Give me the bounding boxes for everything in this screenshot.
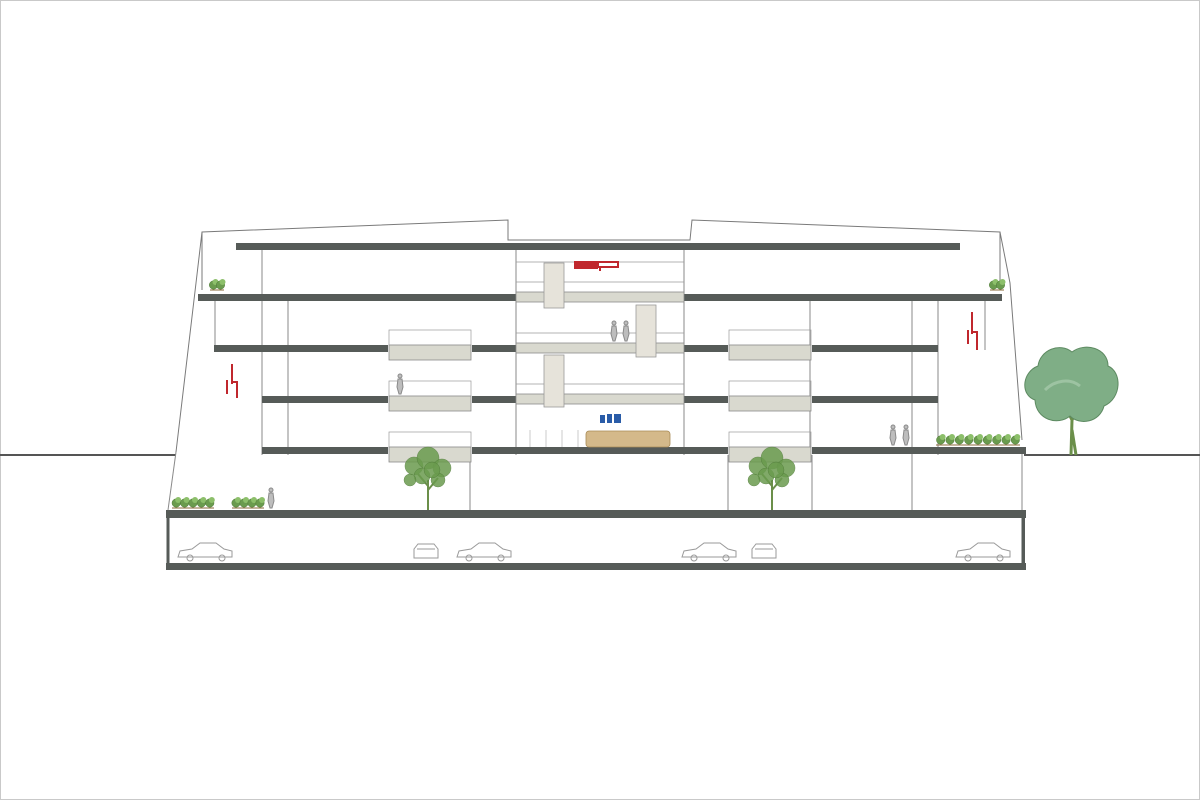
slab-level-2-left <box>262 396 388 403</box>
exterior-tree-crown <box>1024 346 1119 422</box>
person-1 <box>396 373 404 395</box>
floor-slabs <box>198 294 1026 454</box>
reception-blue-sign <box>600 414 621 423</box>
car-4 <box>681 542 737 562</box>
planter-5 <box>936 434 1021 446</box>
atrium-bridges <box>515 291 685 405</box>
slab-level-1-right <box>812 447 1026 454</box>
red-wall-element-right <box>967 312 978 350</box>
courtyard-tree-2 <box>747 446 796 510</box>
person-5 <box>902 424 910 446</box>
parked-cars <box>177 542 1011 562</box>
vertical-structure <box>214 248 986 455</box>
car-5 <box>751 543 777 559</box>
slab-level-3-left <box>214 345 388 352</box>
planter-4 <box>231 497 265 509</box>
slab-level-2-mid-left <box>472 396 516 403</box>
basement-floor-slab <box>166 563 1026 570</box>
person-6 <box>267 487 275 509</box>
building-envelope <box>175 219 1023 453</box>
planter-2 <box>989 279 1006 291</box>
courtyard-tree-1 <box>403 446 452 510</box>
red-wall-element-left <box>226 364 238 398</box>
slab-level-3-mid-left <box>472 345 516 352</box>
slab-level-4-right <box>684 294 1002 301</box>
reception-desk <box>585 430 671 448</box>
reception-area <box>529 414 671 448</box>
car-3 <box>456 542 512 562</box>
slab-level-1-mid <box>472 447 728 454</box>
ground-floor-walls <box>167 451 1023 511</box>
slab-level-2-mid-right <box>684 396 728 403</box>
exterior-tree <box>1024 346 1119 456</box>
planter-1 <box>209 279 226 291</box>
basement-parking <box>166 510 1026 570</box>
car-1 <box>177 542 233 562</box>
slab-level-2-right <box>812 396 938 403</box>
basement-slab <box>166 510 1026 518</box>
person-4 <box>889 424 897 446</box>
slab-level-1-left <box>262 447 388 454</box>
roof-slab <box>236 243 960 250</box>
slab-level-3-right <box>812 345 938 352</box>
atrium-red-feature <box>574 261 619 271</box>
car-6 <box>955 542 1011 562</box>
planters <box>171 279 1021 509</box>
atrium-cores <box>543 262 657 408</box>
people <box>267 320 910 509</box>
slab-level-4-left <box>198 294 516 301</box>
planter-3 <box>171 497 215 509</box>
person-3 <box>622 320 630 342</box>
courtyard-trees <box>403 446 796 510</box>
car-2 <box>413 543 439 559</box>
slab-level-3-mid-right <box>684 345 728 352</box>
person-2 <box>610 320 618 342</box>
